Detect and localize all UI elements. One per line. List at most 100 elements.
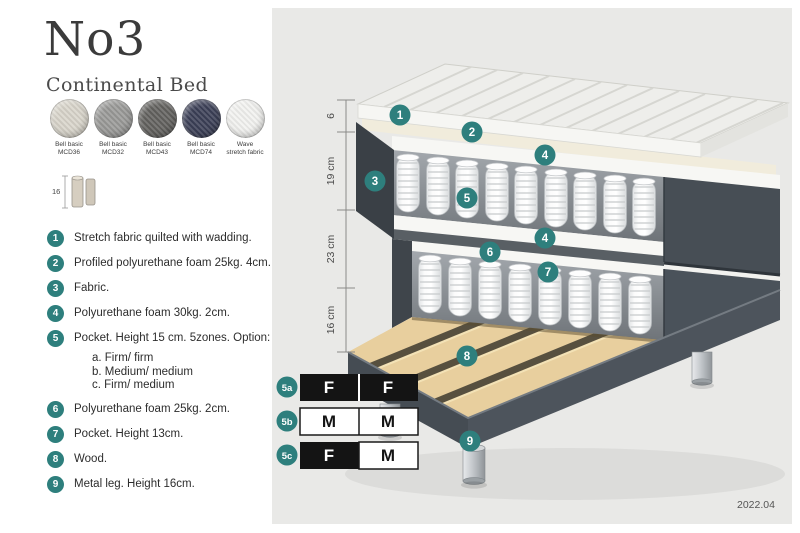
product-title: No3 [44,12,147,67]
leg-right [690,351,714,389]
firmness-cell-text: F [324,378,334,397]
diagram-marker: 8 [456,345,478,367]
diagram-marker: 5 [456,187,478,209]
feature-options: a. Firm/ firm b. Medium/ medium c. Firm/… [92,352,275,393]
feature-text: Polyurethane foam 25kg. 2cm. [74,402,230,415]
firmness-row-5b: 5b M M [276,407,419,436]
leg-dimension-icon: 16 [50,168,100,219]
feature-text: Profiled polyurethane foam 25kg. 4cm. [74,257,271,269]
feature-option: a. Firm/ firm [92,352,154,364]
swatch-name: Bell basic [143,141,171,148]
feature-option: c. Firm/ medium [92,379,175,391]
diagram-marker: 4 [534,227,556,249]
firmness-cell-text: M [381,412,395,431]
svg-text:3: 3 [372,176,378,188]
swatch-code: MCD74 [189,149,213,156]
svg-text:9: 9 [467,436,473,448]
leg-height-label: 16 [52,187,60,196]
leg-front [461,444,487,489]
feature-text: Stretch fabric quilted with wadding. [74,232,252,244]
feature-badge: 5 [47,330,64,347]
swatch-name: Wave [236,141,254,148]
swatch-code: MCD43 [145,149,169,156]
leg-shape [85,178,96,206]
swatch-circle [137,99,177,138]
firmness-cell [300,442,359,469]
firmness-row-5c: 5c F M [276,441,419,470]
swatch-circle [225,99,265,138]
feature-item: 1 Stretch fabric quilted with wadding. [47,230,275,247]
swatch-name: Bell basic [99,141,127,148]
firmness-row-label: 5a [282,383,293,394]
quilted-top-pad [356,63,790,158]
dimension-brackets [337,99,355,353]
feature-item: 7 Pocket. Height 13cm. [47,425,275,443]
svg-text:1: 1 [397,110,404,122]
feature-item: 4 Polyurethane foam 30kg. 2cm. [47,305,275,322]
feature-badge: 1 [47,230,64,247]
dimension-labels: 6 19 cm 23 cm 16 cm [325,113,337,334]
feature-badge: 8 [47,450,64,468]
middle-cut-face [392,239,412,328]
leg-shape [71,176,84,208]
firmness-table: 5a F F 5b M M 5c F M [276,374,419,470]
diagram-marker: 4 [534,144,556,166]
feature-item: 6 Polyurethane foam 25kg. 2cm. [47,400,275,418]
middle-edge-piping [664,264,780,281]
feature-item: 9 Metal leg. Height 16cm. [47,475,275,493]
swatch-code: stretch fabric [226,149,264,156]
lower-foam-band [392,215,664,256]
swatch-circle [181,99,221,138]
dimension-label: 23 cm [325,234,337,263]
firmness-row-label: 5b [281,417,292,428]
swatch-circle [49,99,89,138]
top-fabric-face [664,177,780,274]
feature-text: Pocket. Height 13cm. [74,427,184,440]
firmness-row-label: 5c [282,451,293,462]
feature-text: Fabric. [74,282,110,294]
dimension-label: 19 cm [325,156,337,185]
middle-fabric-face [664,269,780,338]
feature-badge: 2 [47,255,64,272]
feature-item: 8 Wood. [47,450,275,468]
feature-text: Pocket. Height 15 cm. 5zones. Option: [74,332,271,344]
product-subtitle: Continental Bed [46,74,209,96]
feature-text: Wood. [74,452,108,465]
unit-seam-shadow [392,229,664,266]
firmness-cell-text: M [322,412,336,431]
pad-right-face [701,103,788,157]
svg-text:4: 4 [542,150,549,162]
feature-option: b. Medium/ medium [92,365,193,378]
middle-mattress-unit [392,239,780,342]
svg-text:7: 7 [545,267,551,279]
firmness-cell-text: F [324,446,334,465]
feature-badge: 7 [47,425,64,443]
top-foam-band [392,136,780,189]
firmness-row-5a: 5a F F [276,374,418,401]
feature-text: Polyurethane foam 30kg. 2cm. [74,307,230,319]
svg-text:5: 5 [464,193,471,205]
svg-text:6: 6 [487,247,493,259]
feature-text: Metal leg. Height 16cm. [74,477,195,490]
swatch-circle [93,99,133,138]
version-label: 2022.04 [737,499,775,511]
diagram-markers: 1 2 4 3 5 4 6 7 8 9 [364,104,559,452]
quilt-lines [383,66,784,143]
feature-badge: 4 [47,305,64,322]
diagram-marker: 1 [389,104,411,126]
svg-text:4: 4 [542,233,549,245]
diagram-marker: 2 [461,121,483,143]
feature-item: 3 Fabric. [47,280,275,297]
dimension-label: 6 [325,113,337,119]
swatch-code: MCD32 [101,149,125,156]
feature-item: 2 Profiled polyurethane foam 25kg. 4cm. [47,255,275,272]
swatch-name: Bell basic [55,141,83,148]
diagram-marker: 7 [537,261,559,283]
feature-item: 5 Pocket. Height 15 cm. 5zones. Option: [47,330,275,347]
